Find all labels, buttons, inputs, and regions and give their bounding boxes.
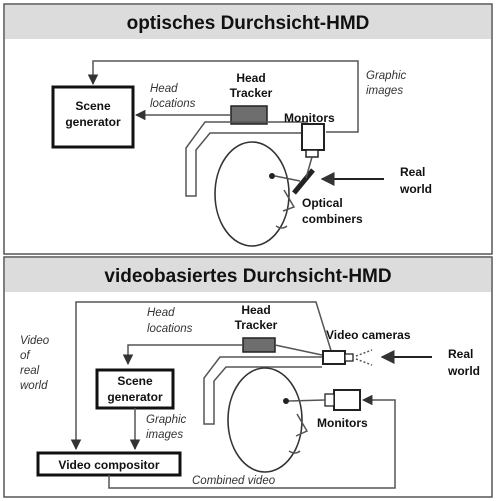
video-head-locations-arrow (122, 344, 243, 366)
video-of-real-world-label-3: real (20, 365, 40, 377)
optical-monitors-label: Monitors (284, 111, 335, 125)
video-monitor-side (324, 393, 335, 407)
optical-head-locations-label-1: Head (150, 83, 178, 95)
optical-combiners-label-1: Optical (302, 196, 343, 210)
video-real-world-label-1: Real (448, 347, 473, 361)
video-graphic-images-label-1: Graphic (146, 414, 187, 426)
optical-title: optisches Durchsicht-HMD (127, 13, 370, 34)
video-title: videobasiertes Durchsicht-HMD (104, 266, 391, 287)
optical-user-head (214, 141, 290, 247)
optical-combiner (292, 168, 315, 195)
video-head-locations-label-1: Head (147, 307, 175, 319)
video-head-locations-label-2: locations (147, 323, 193, 335)
optical-scene-generator-box (51, 85, 135, 149)
optical-graphic-images-label-2: images (366, 85, 403, 97)
optical-headset-frame (185, 121, 308, 197)
video-camera-ray-1 (355, 349, 373, 357)
video-scene-generator-label-1: Scene (117, 374, 153, 388)
video-title-bar (5, 258, 491, 292)
video-mouth (288, 450, 301, 454)
video-tracker-camera-link (274, 344, 323, 356)
video-camera (322, 350, 346, 365)
video-scene-generator-label-2: generator (107, 390, 163, 404)
video-real-world-label-2: world (447, 364, 480, 378)
optical-head-tracker-label-1: Head (236, 71, 265, 85)
optical-head-tracker-label-2: Tracker (230, 86, 273, 100)
video-of-real-world-line (70, 301, 334, 451)
video-of-real-world-label-4: world (20, 380, 48, 392)
video-combined-video-loop (108, 394, 396, 489)
optical-graphic-images-loop (87, 60, 359, 133)
optical-eye-line (274, 175, 301, 182)
video-of-real-world-label-2: of (20, 350, 31, 362)
video-camera-lens (344, 353, 354, 362)
video-compositor-label: Video compositor (58, 458, 159, 472)
optical-scene-generator-label-1: Scene (75, 99, 111, 113)
video-graphic-images-label-2: images (146, 429, 183, 441)
video-headset-frame (203, 356, 322, 425)
video-panel: videobasiertes Durchsicht-HMD Head Track… (3, 256, 493, 498)
optical-scene-generator-label-2: generator (65, 115, 121, 129)
video-of-real-world-label-1: Video (20, 335, 50, 347)
video-monitor (333, 389, 361, 411)
video-camera-ray-2 (355, 358, 373, 366)
optical-monitor-base (305, 149, 319, 158)
optical-monitor-to-combiner (305, 156, 313, 179)
video-head-tracker-label-1: Head (241, 303, 270, 317)
optical-panel: optisches Durchsicht-HMD Scene generator… (3, 3, 493, 255)
optical-graphic-images-label-1: Graphic (366, 70, 407, 82)
video-scene-generator-box (95, 368, 175, 410)
optical-real-world-label-2: world (399, 182, 432, 196)
video-cameras-label: Video cameras (326, 328, 411, 342)
optical-mouth (275, 225, 288, 229)
optical-monitor (301, 123, 325, 151)
optical-combiners-label-2: combiners (302, 212, 363, 226)
optical-real-world-label-1: Real (400, 165, 425, 179)
video-eye (283, 398, 289, 404)
video-nose (295, 413, 309, 437)
optical-eye (269, 173, 275, 179)
video-head-tracker-label-2: Tracker (235, 318, 278, 332)
video-head-tracker-box (242, 337, 276, 353)
video-user-head (227, 367, 303, 473)
video-monitors-label: Monitors (317, 416, 368, 430)
video-eye-to-monitor (288, 399, 326, 402)
optical-head-locations-label-2: locations (150, 98, 196, 110)
video-combined-video-label: Combined video (192, 475, 276, 487)
optical-nose (282, 189, 296, 212)
optical-title-bar (5, 5, 491, 39)
